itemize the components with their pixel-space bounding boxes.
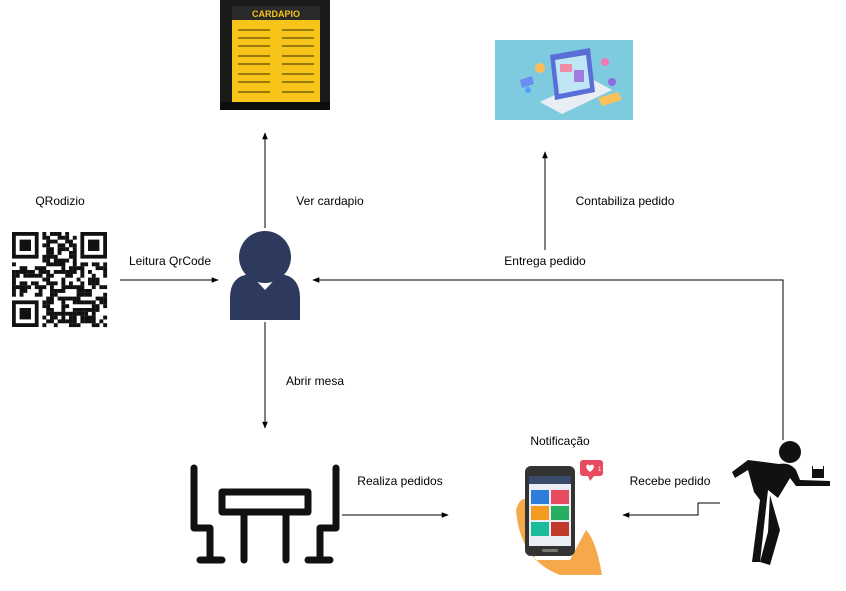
qr-code-icon (12, 232, 108, 328)
person-icon (230, 231, 300, 320)
label-realiza-pedidos: Realiza pedidos (357, 474, 443, 488)
menu-title: CARDAPIO (252, 9, 300, 19)
dining-table-icon (190, 464, 340, 564)
edge-waiter-to-person (312, 277, 784, 440)
label-contabiliza-pedido: Contabiliza pedido (575, 194, 675, 208)
menu-image: CARDAPIO (220, 0, 330, 110)
label-entrega-pedido: Entrega pedido (504, 254, 586, 268)
label-qrodizio: QRodizio (35, 194, 85, 208)
waiter-icon (732, 441, 830, 565)
label-abrir-mesa: Abrir mesa (285, 374, 345, 388)
label-notificacao: Notificação (530, 434, 590, 448)
svg-text:1: 1 (598, 467, 602, 473)
label-ver-cardapio: Ver cardapio (296, 194, 364, 208)
computer-illustration (495, 40, 633, 120)
phone-notification-icon: 1 (516, 460, 603, 575)
edge-waiter-to-phone (622, 502, 720, 518)
label-recebe-pedido: Recebe pedido (629, 474, 711, 488)
label-leitura-qrcode: Leitura QrCode (128, 254, 212, 268)
